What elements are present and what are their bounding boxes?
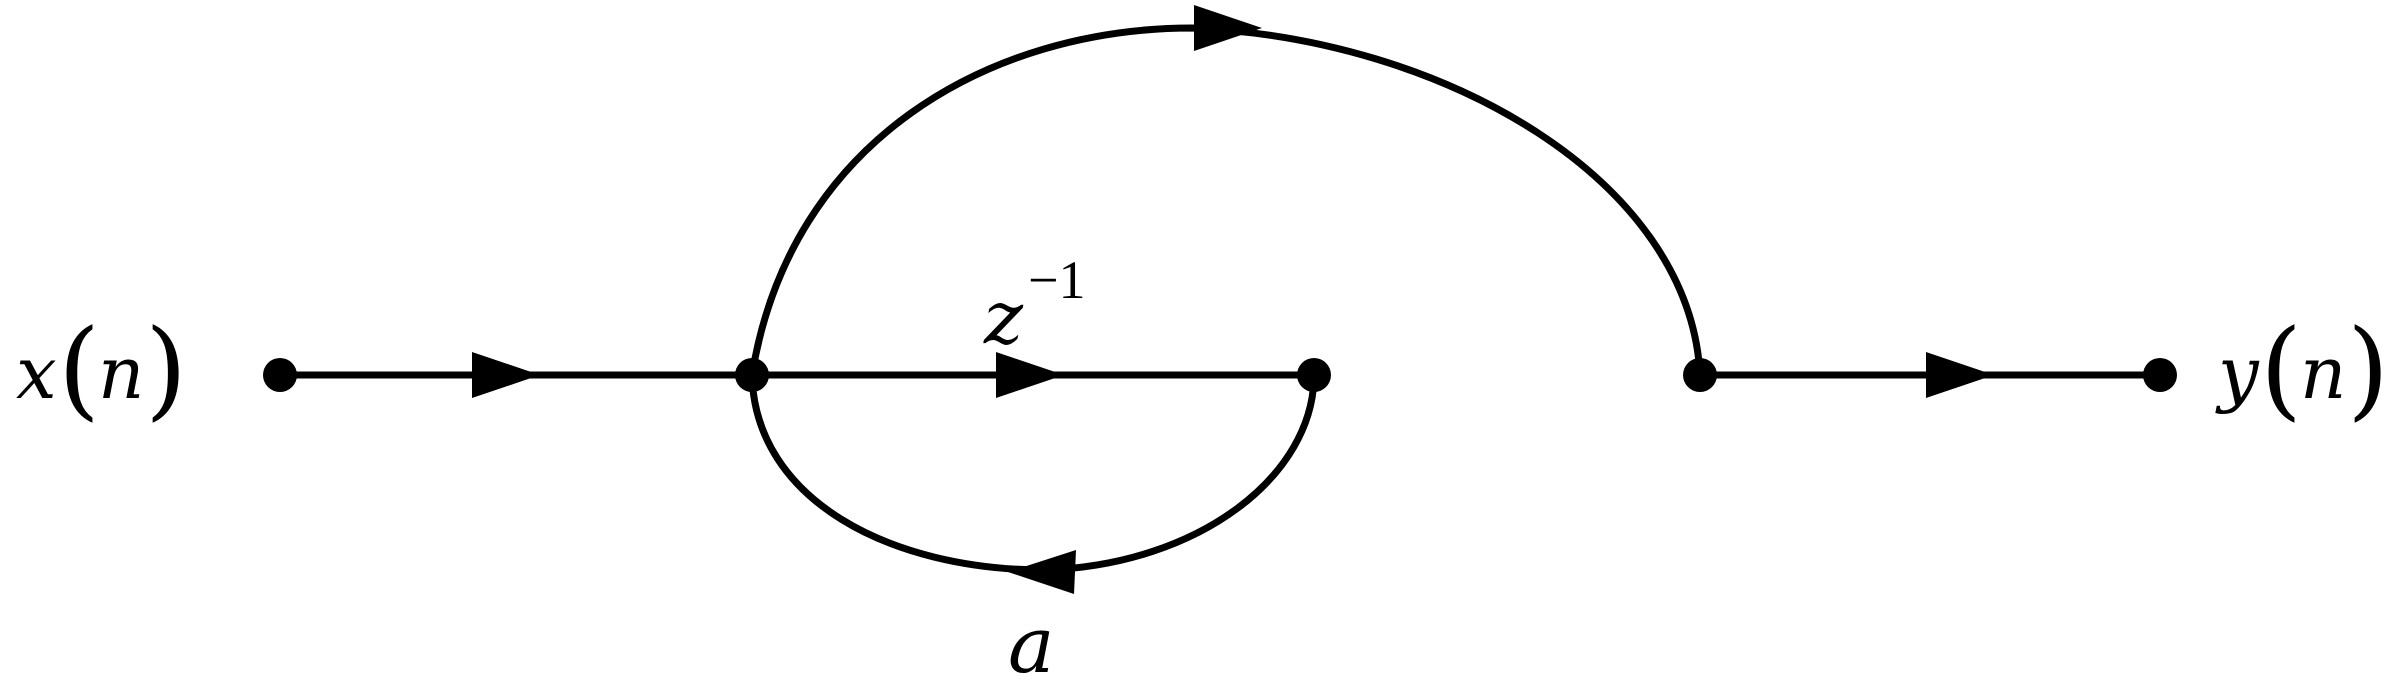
input-signal-argument: n — [98, 331, 144, 415]
input-signal-name: x — [16, 331, 57, 415]
output-open-paren: ( — [2260, 307, 2302, 432]
branch-input — [280, 352, 752, 398]
output-close-paren: ) — [2347, 307, 2389, 432]
node-output — [2143, 358, 2177, 392]
node-1 — [735, 358, 769, 392]
delay-label: z −1 — [983, 250, 1085, 361]
arrow-feedforward — [1194, 5, 1262, 51]
node-3 — [1683, 358, 1717, 392]
arrow-feedback — [1008, 550, 1076, 594]
output-signal-name: y — [2215, 331, 2260, 415]
branch-output — [1700, 352, 2160, 398]
delay-base: z — [983, 275, 1024, 361]
arrow-input — [472, 352, 540, 398]
output-signal-argument: n — [2300, 331, 2346, 415]
input-signal-label: x ( n ) — [16, 307, 187, 432]
node-2 — [1297, 358, 1331, 392]
arrow-delay — [996, 352, 1064, 398]
feedback-gain-label: a — [1008, 601, 1055, 691]
arrow-output — [1926, 352, 1994, 398]
input-open-paren: ( — [58, 307, 100, 432]
branch-feedforward — [748, 5, 1704, 376]
node-input — [263, 358, 297, 392]
output-signal-label: y ( n ) — [2215, 307, 2389, 432]
branch-delay — [752, 352, 1314, 398]
delay-exponent: −1 — [1028, 250, 1085, 310]
branch-feedback — [748, 374, 1318, 594]
input-close-paren: ) — [145, 307, 187, 432]
